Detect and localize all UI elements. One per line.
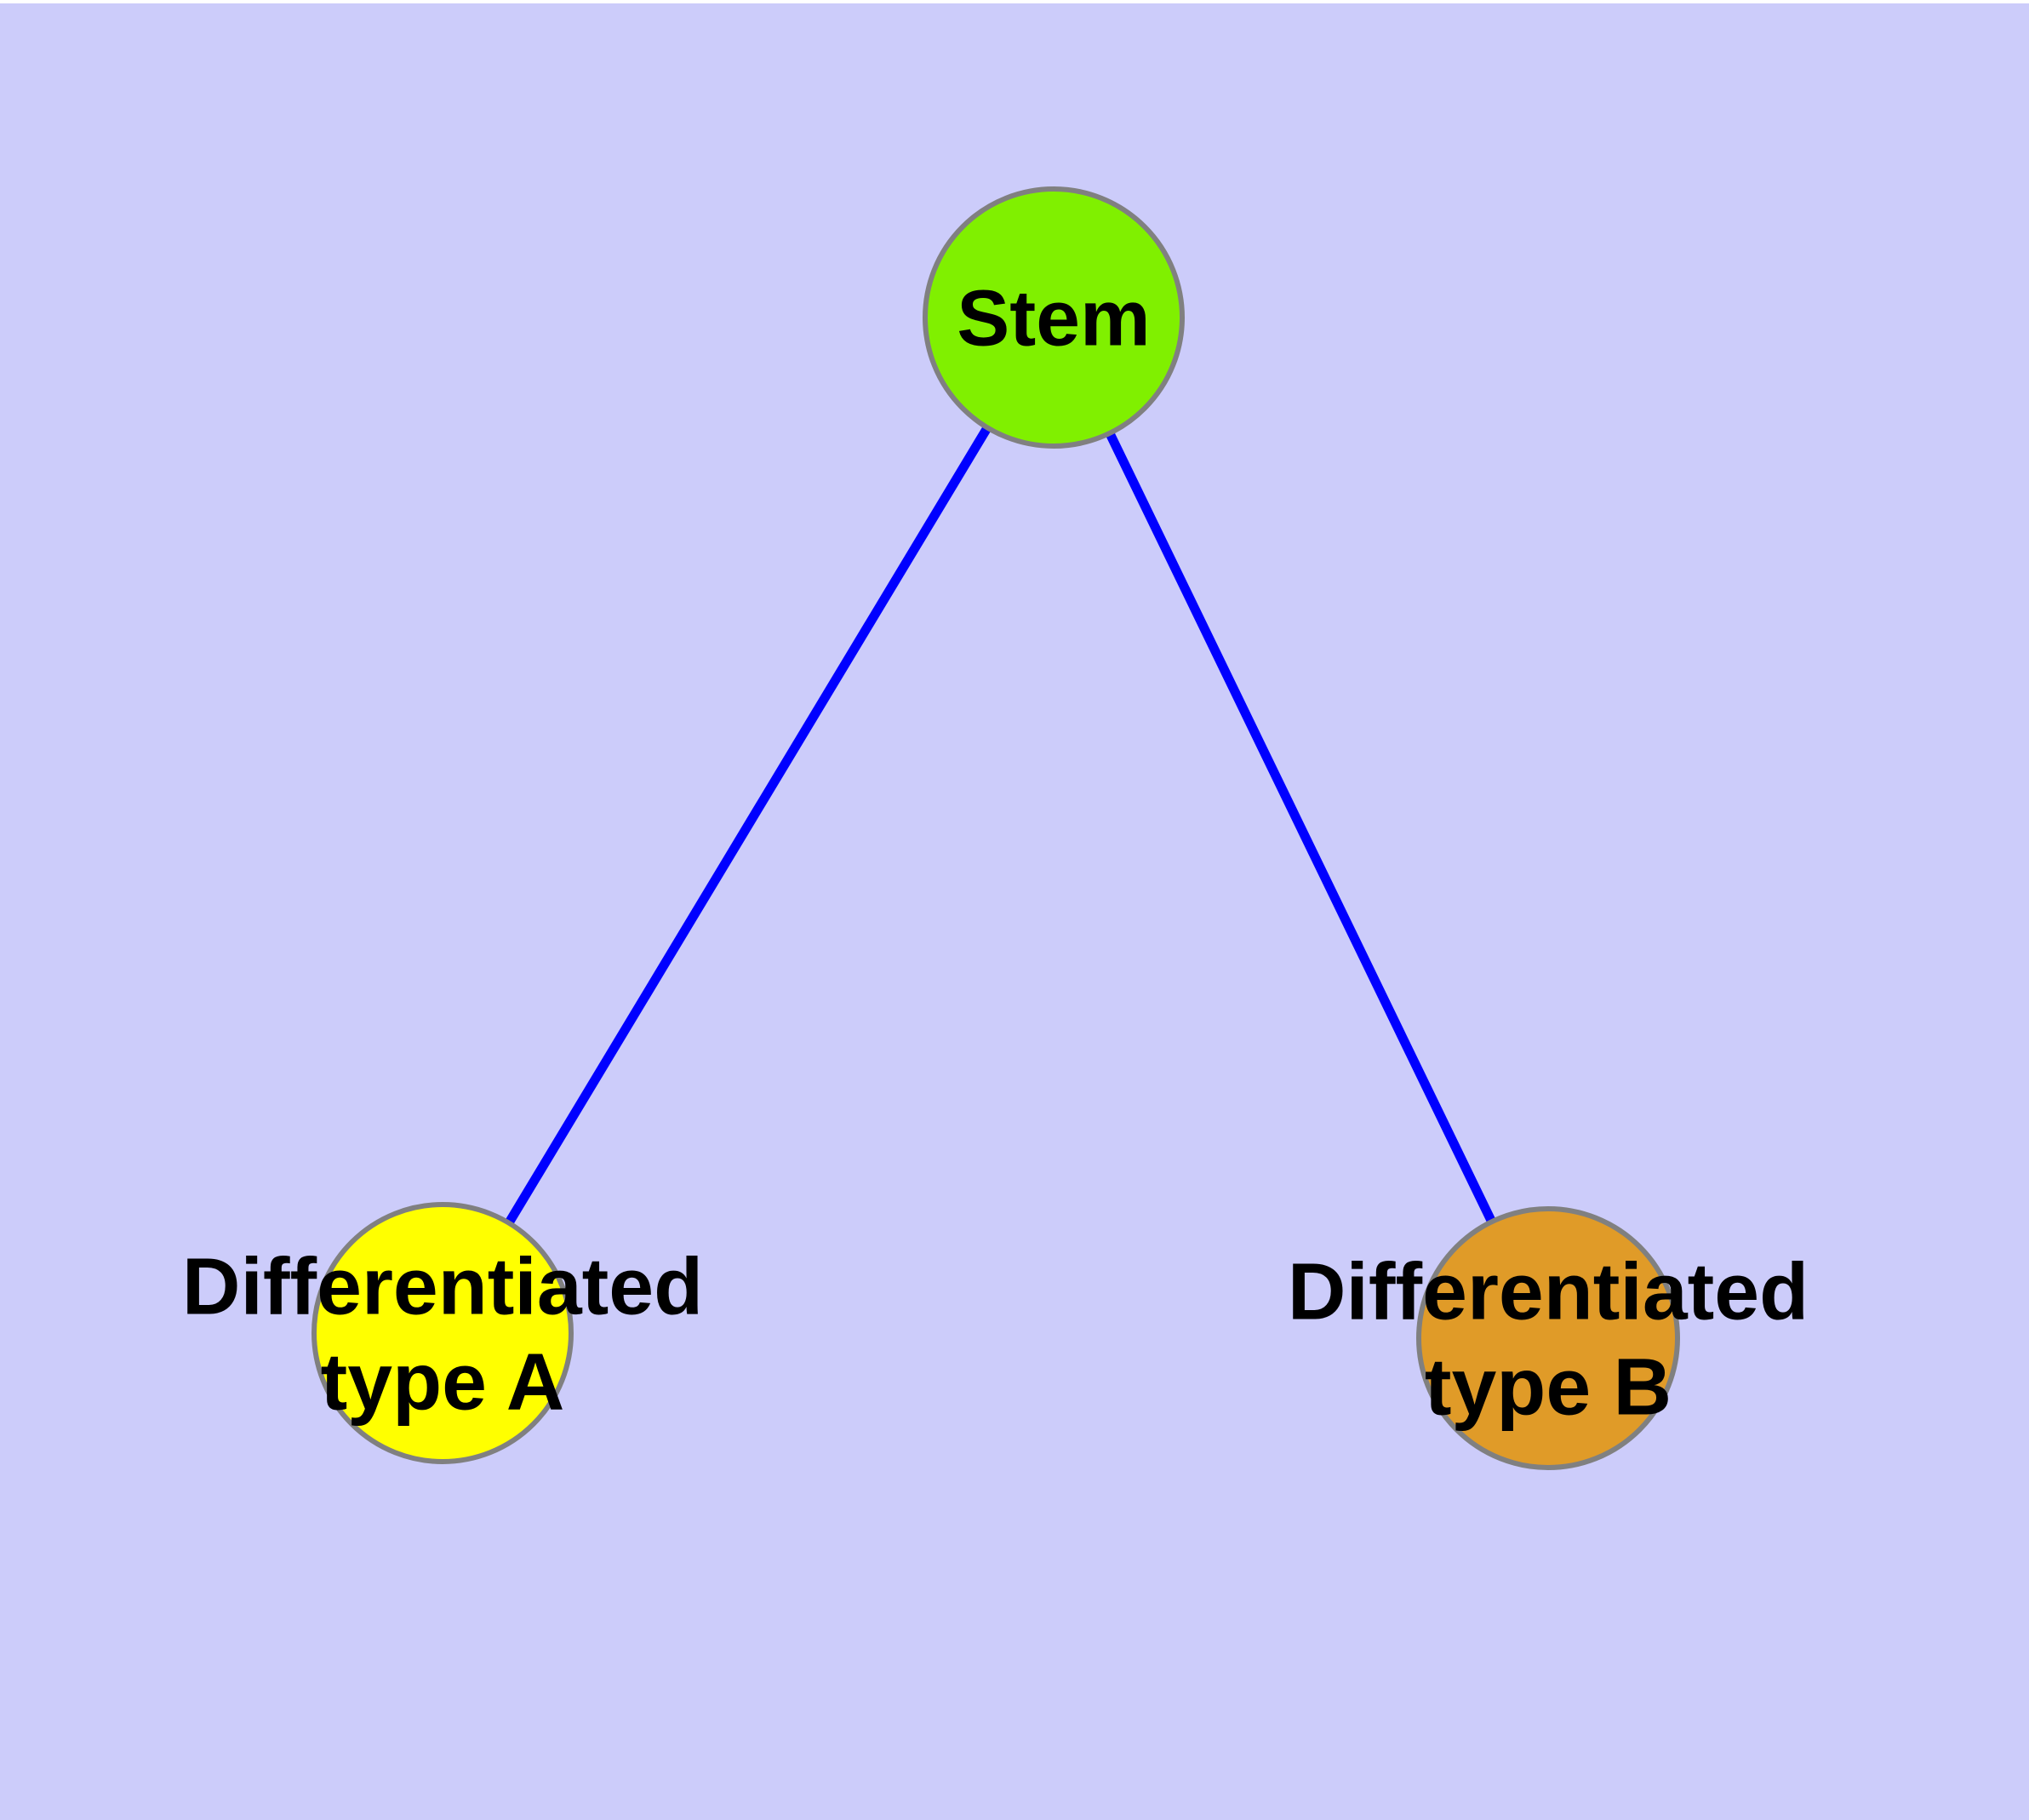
node-label-stem: Stem: [957, 274, 1150, 363]
edge-layer: [504, 423, 1497, 1228]
graph-node-stem[interactable]: Stem: [923, 186, 1185, 449]
graph-edge-stem-diff_a: [504, 423, 992, 1228]
node-circle-diff_a[interactable]: [311, 1202, 574, 1464]
node-circle-diff_b[interactable]: [1416, 1206, 1680, 1470]
graph-edge-stem-diff_b: [1105, 429, 1497, 1226]
node-label-line: Differentiated: [1288, 1246, 1809, 1336]
node-label-line: type B: [1425, 1342, 1672, 1432]
node-label-line: type A: [321, 1336, 565, 1427]
node-label-line: Differentiated: [182, 1241, 703, 1331]
node-label-line: Stem: [957, 274, 1150, 363]
node-circle-stem[interactable]: [923, 186, 1185, 449]
